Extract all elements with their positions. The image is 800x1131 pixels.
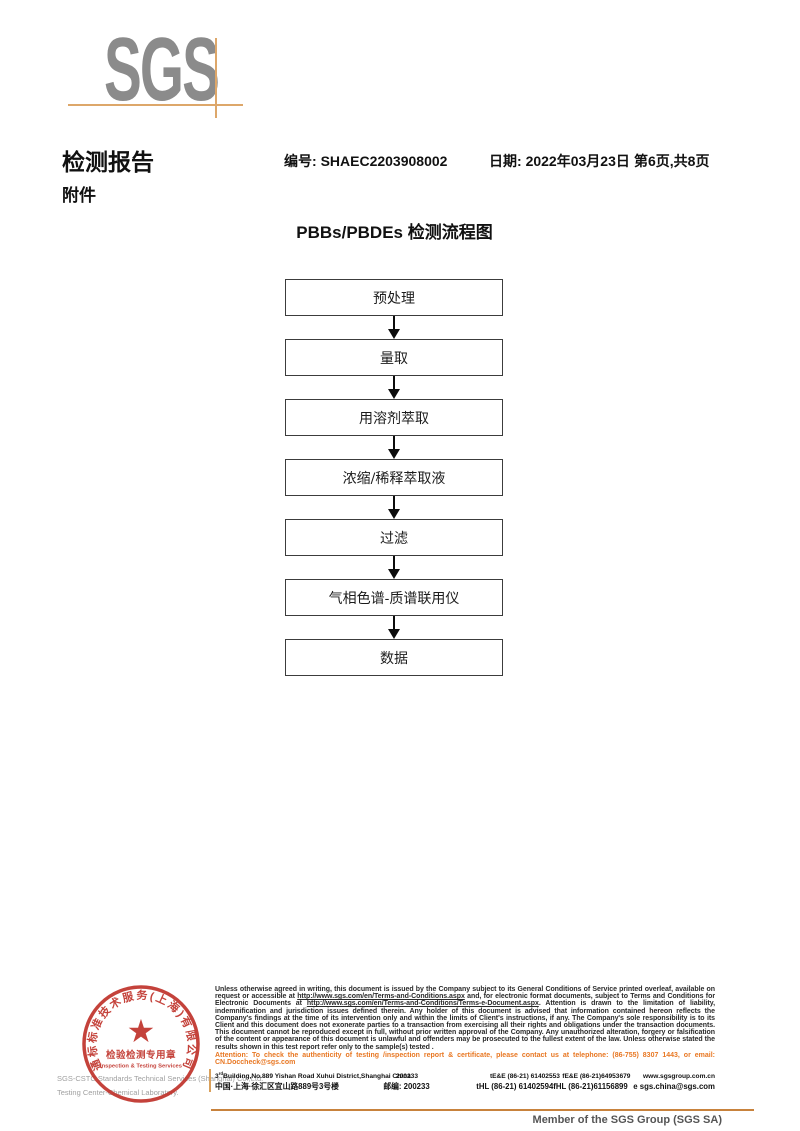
report-date: 日期: 2022年03月23日: [489, 151, 630, 171]
stamp-cn-line: 检验检测专用章: [106, 1049, 176, 1061]
postal-code-cn: 邮编: 200233: [383, 1081, 430, 1091]
address-en: 3rdBuilding,No.889 Yishan Road Xuhui Dis…: [215, 1070, 411, 1080]
telephone-ee: tE&E (86-21) 61402553: [489, 1072, 560, 1080]
logo-crosshair-line: [215, 38, 217, 118]
page-indicator: 第6页,共8页: [634, 153, 710, 169]
flowchart-title: PBBs/PBDEs 检测流程图: [296, 223, 493, 242]
address-row-en: 3rdBuilding,No.889 Yishan Road Xuhui Dis…: [215, 1069, 715, 1082]
fax-hl: fHL (86-21)61156899: [553, 1081, 628, 1091]
arrow-down-icon: [285, 496, 503, 519]
sgs-logo: SGS: [104, 20, 220, 120]
report-number-value: SHAEC2203908002: [320, 153, 448, 169]
flow-step-pretreatment: 预处理: [285, 279, 503, 316]
website: www.sgsgroup.com.cn: [643, 1072, 715, 1080]
flow-step-concentrate-dilute: 浓缩/稀释萃取液: [285, 459, 503, 496]
arrow-down-icon: [285, 316, 503, 339]
stamp-en-line: Inspection & Testing Services: [100, 1064, 182, 1070]
legal-text-1: Unless otherwise agreed in writing, this…: [215, 986, 715, 1001]
sgs-member-note: Member of the SGS Group (SGS SA): [532, 1114, 722, 1126]
attention-note: Attention: To check the authenticity of …: [215, 1051, 715, 1067]
email: e sgs.china@sgs.com: [633, 1081, 715, 1091]
company-lab-name: Testing Center-Chemical Laboratory.: [57, 1088, 179, 1097]
terms-conditions-url: http://www.sgs.com/en/Terms-and-Conditio…: [297, 993, 465, 1001]
flowchart: 预处理 量取 用溶剂萃取 浓缩/稀释萃取液 过滤 气相色谱-质谱联用仪 数据: [285, 279, 503, 676]
flow-step-solvent-extraction: 用溶剂萃取: [285, 399, 503, 436]
report-number-label: 编号:: [284, 153, 317, 169]
arrow-down-icon: [285, 616, 503, 639]
stamp-ring: [82, 985, 200, 1103]
company-stamp: 通标标准技术服务(上海)有限公司 ★ 检验检测专用章 Inspection & …: [82, 985, 200, 1103]
address-block: 3rdBuilding,No.889 Yishan Road Xuhui Dis…: [209, 1068, 715, 1092]
arrow-down-icon: [285, 556, 503, 579]
address-cn: 中国·上海·徐汇区宜山路889号3号楼: [215, 1081, 339, 1091]
terms-e-document-url: http://www.sgs.com/en/Terms-and-Conditio…: [306, 1000, 539, 1008]
fax-ee: fE&E (86-21)64953679: [562, 1072, 631, 1080]
address-row-cn: 中国·上海·徐汇区宜山路889号3号楼 邮编: 200233 tHL (86-2…: [215, 1082, 715, 1092]
arrow-down-icon: [285, 376, 503, 399]
logo-underline: [68, 104, 243, 106]
telephone-hl: tHL (86-21) 61402594: [476, 1081, 554, 1091]
company-name-block: SGS-CSTC Standards Technical Services (S…: [57, 1072, 263, 1100]
footer: Unless otherwise agreed in writing, this…: [209, 986, 715, 1092]
flow-step-gcms: 气相色谱-质谱联用仪: [285, 579, 503, 616]
flow-step-measure: 量取: [285, 339, 503, 376]
arrow-down-icon: [285, 436, 503, 459]
star-icon: ★: [127, 1013, 156, 1049]
legal-text-2: and, for electronic format documents, su…: [215, 993, 715, 1008]
flow-step-data: 数据: [285, 639, 503, 676]
report-date-value: 2022年03月23日: [525, 153, 630, 169]
legal-text-3: . Attention is drawn to the limitation o…: [215, 1000, 715, 1051]
legal-paragraph: Unless otherwise agreed in writing, this…: [215, 986, 715, 1051]
report-title: 检测报告: [62, 149, 154, 175]
report-date-label: 日期:: [489, 153, 522, 169]
footer-divider: [211, 1109, 754, 1111]
flow-step-filter: 过滤: [285, 519, 503, 556]
attachment-label: 附件: [62, 186, 96, 205]
company-name-en: SGS-CSTC Standards Technical Services (S…: [57, 1074, 264, 1083]
postal-code: 200233: [396, 1072, 419, 1080]
report-number: 编号: SHAEC2203908002: [284, 151, 447, 171]
